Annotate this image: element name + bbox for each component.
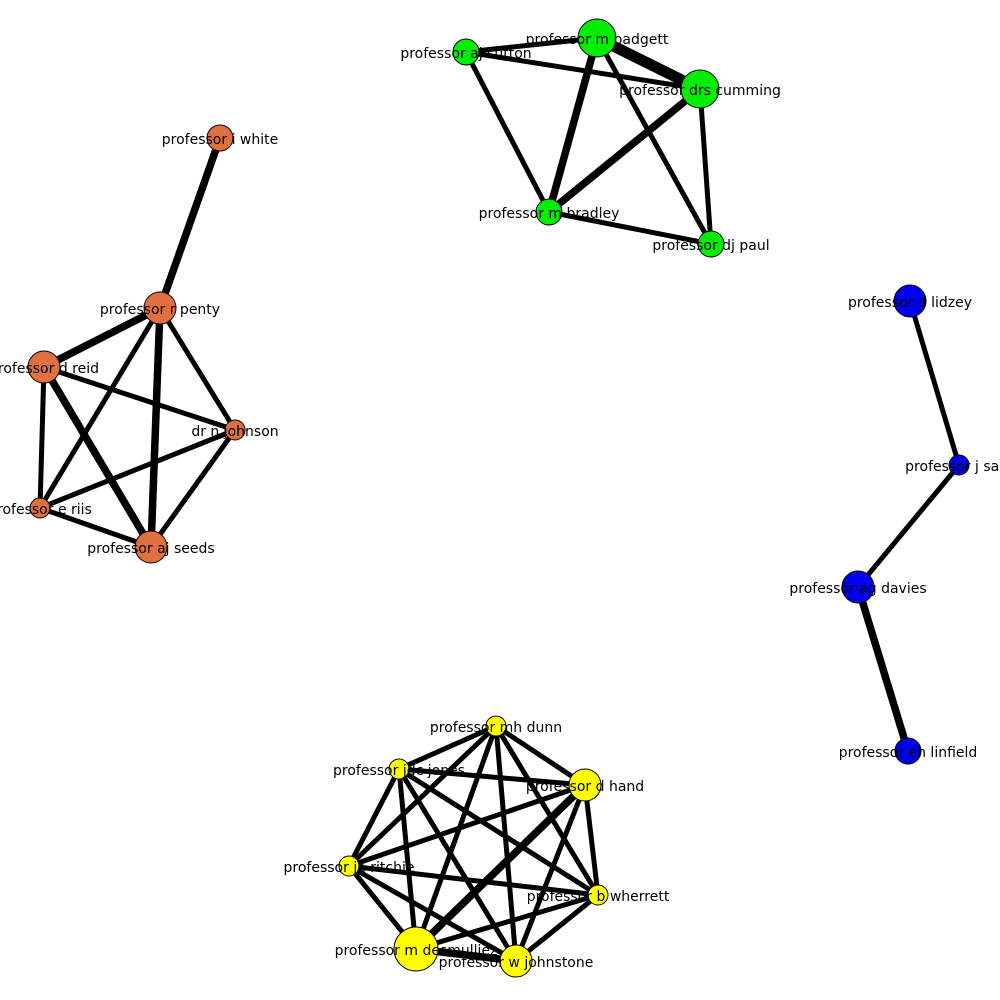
node-linfield[interactable] [894, 737, 922, 765]
node-desmulliez[interactable] [393, 926, 439, 972]
node-cumming[interactable] [680, 69, 720, 109]
edge-hand-wjohnstone [513, 784, 588, 962]
node-riis[interactable] [29, 497, 51, 519]
edge-njohnson-seeds [148, 428, 238, 549]
edge-davies-linfield [854, 585, 912, 753]
edge-ritchie-wherrett [348, 863, 599, 898]
node-label-padgett: professor m padgett [526, 32, 669, 48]
edge-white-penty [156, 136, 224, 310]
edge-reid-njohnson [43, 364, 236, 433]
edge-penty-seeds [147, 307, 164, 548]
nodes-layer [27, 18, 970, 978]
edge-ajsutton-cumming [465, 49, 701, 92]
node-label-paul: professor dj paul [652, 238, 769, 254]
edge-ajsutton-bradley [463, 50, 552, 214]
edge-ritchie-wjohnstone [347, 863, 518, 964]
labels-layer: professor i white professor r penty profes… [0, 32, 1000, 971]
node-bradley[interactable] [535, 198, 563, 226]
node-white[interactable] [206, 124, 234, 152]
node-label-njohnson: dr n johnson [191, 424, 278, 440]
node-wjohnstone[interactable] [499, 944, 533, 978]
edge-jones-hand [398, 766, 586, 788]
edge-reid-riis [37, 366, 47, 509]
edge-riis-seeds [39, 505, 152, 550]
edge-penty-reid [42, 304, 162, 371]
node-davies[interactable] [841, 570, 875, 604]
node-label-reid: professor d reid [0, 361, 99, 377]
node-paul[interactable] [697, 230, 725, 258]
node-jones[interactable] [388, 758, 410, 780]
node-label-penty: professor r penty [100, 302, 220, 318]
edge-njohnson-riis [39, 427, 236, 511]
node-ajsutton[interactable] [452, 38, 480, 66]
node-label-desmulliez: professor m desmulliez [335, 943, 498, 959]
edge-cumming-bradley [546, 86, 703, 215]
edge-lidzey-sam [907, 300, 962, 466]
node-penty[interactable] [143, 291, 177, 325]
node-label-bradley: professor m bradley [479, 206, 620, 222]
node-label-linfield: professor eh linfield [839, 745, 978, 761]
node-lidzey[interactable] [893, 284, 927, 318]
node-seeds[interactable] [134, 530, 168, 564]
node-label-ritchie: professor ja ritchie [284, 860, 415, 876]
edge-jones-wherrett [397, 766, 600, 898]
edge-padgett-paul [594, 36, 714, 246]
edge-penty-riis [37, 306, 163, 510]
node-label-ajsutton: professor aj sutton [400, 46, 531, 62]
edge-dunn-jones [397, 723, 498, 772]
edge-padgett-bradley [545, 37, 601, 213]
edge-reid-seeds [40, 365, 155, 549]
edge-dunn-hand [494, 723, 587, 788]
edge-hand-wherrett [582, 784, 601, 896]
node-label-sam: professor j sam [905, 459, 1000, 475]
node-padgett[interactable] [577, 18, 617, 58]
node-dunn[interactable] [485, 715, 507, 737]
node-label-dunn: professor mh dunn [430, 720, 562, 736]
node-label-davies: professor ag davies [789, 581, 926, 597]
node-label-lidzey: professor d lidzey [848, 295, 972, 311]
node-label-wjohnstone: professor w johnstone [439, 955, 594, 971]
edges-layer [37, 33, 962, 965]
node-njohnson[interactable] [224, 419, 246, 441]
edge-bradley-paul [548, 209, 712, 247]
edge-wherrett-desmulliez [415, 892, 599, 952]
edge-jones-ritchie [346, 767, 402, 868]
node-label-riis: professor e riis [0, 502, 92, 518]
edge-wherrett-wjohnstone [514, 893, 600, 963]
node-ritchie[interactable] [338, 855, 360, 877]
node-hand[interactable] [568, 768, 602, 802]
node-sam[interactable] [948, 454, 970, 476]
edge-jones-desmulliez [396, 768, 419, 950]
edge-hand-ritchie [348, 782, 586, 869]
edge-sam-davies [856, 463, 961, 589]
node-label-seeds: professor aj seeds [87, 541, 214, 557]
edge-cumming-paul [697, 88, 714, 245]
edge-jones-wjohnstone [396, 767, 519, 963]
node-label-cumming: professor drs cumming [619, 83, 781, 99]
edge-dunn-wherrett [493, 724, 601, 897]
edge-ajsutton-padgett [465, 35, 598, 55]
node-label-white: professor i white [162, 132, 278, 148]
node-label-jones: professor jdc jones [333, 763, 465, 779]
node-label-wherrett: professor b wherrett [527, 889, 670, 905]
edge-dunn-ritchie [347, 724, 498, 868]
node-wherrett[interactable] [587, 884, 609, 906]
node-reid[interactable] [27, 350, 61, 384]
node-label-hand: professor d hand [526, 779, 644, 795]
edge-penty-njohnson [157, 306, 238, 432]
